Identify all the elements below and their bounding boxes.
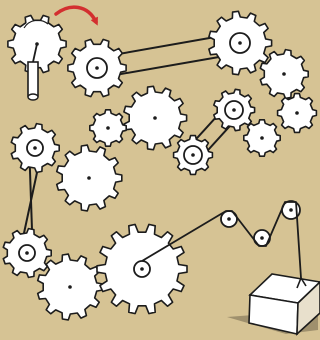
axle-dot-14	[25, 251, 29, 255]
rope-pulley-axle-1	[227, 217, 231, 221]
rope	[141, 201, 302, 279]
axle-dot-8	[68, 285, 72, 289]
axle-dot-12	[191, 153, 195, 157]
crank-rotation-curve	[23, 19, 49, 29]
box-side	[296, 280, 320, 336]
rope-hook	[296, 277, 307, 289]
axle-dot-5	[282, 72, 286, 76]
rope-pulley-axle-2	[260, 236, 264, 240]
axle-dot-4	[87, 176, 91, 180]
rotation-arrow	[54, 5, 98, 26]
crank-handle	[27, 61, 39, 97]
crank-handle-end	[27, 93, 39, 101]
axle-dot-10	[238, 41, 242, 45]
rope-pulley-axle-3	[289, 208, 293, 212]
axle-dot-7	[260, 136, 264, 140]
axle-dot-6	[295, 111, 299, 115]
axle-dot-11	[232, 108, 236, 112]
axle-dot-13	[33, 146, 37, 150]
axle-dot-15	[140, 267, 144, 271]
axle-dot-3	[106, 126, 110, 130]
axle-dot-9	[95, 66, 99, 70]
axle-dot-2	[153, 116, 157, 120]
